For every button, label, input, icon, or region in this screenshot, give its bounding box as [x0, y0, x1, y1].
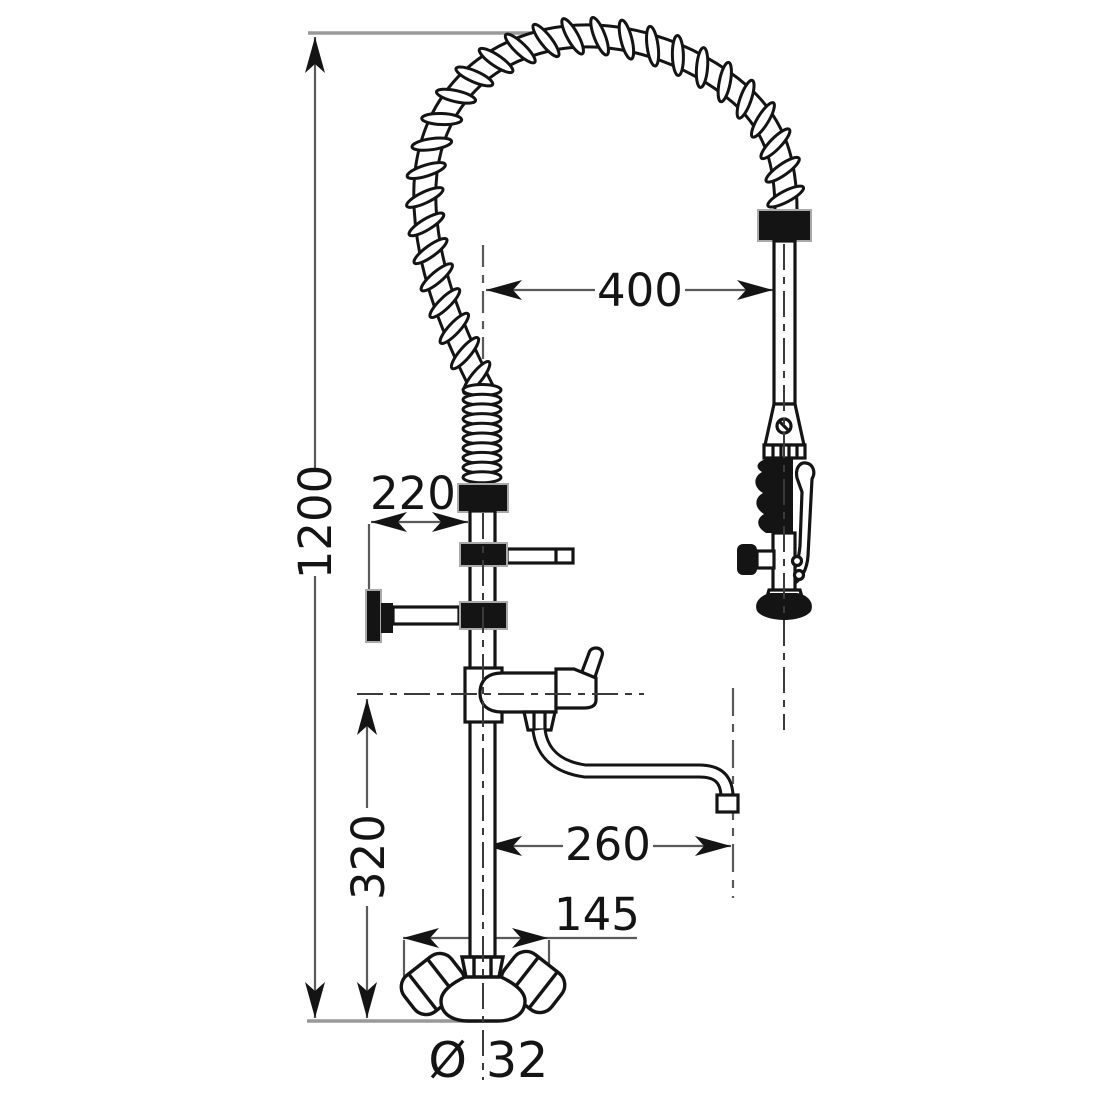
dim-label-260: 260: [565, 818, 651, 871]
support-rod-left: [391, 605, 461, 626]
hose-ring: [419, 262, 454, 293]
dim-label-diameter-value: 32: [486, 1032, 548, 1089]
hose-ring: [420, 112, 464, 127]
hose-ring: [670, 34, 685, 78]
dim-label-diameter-symbol: Ø: [428, 1032, 467, 1089]
dim-label-145: 145: [554, 888, 640, 941]
hose-ring: [503, 32, 537, 65]
base-assembly: [399, 949, 567, 1023]
spout-nut: [522, 710, 557, 732]
hose-ring: [405, 161, 447, 180]
mixer-lever: [577, 646, 604, 682]
wall-bracket: [365, 589, 393, 643]
hose-ring: [645, 24, 661, 68]
hose-ring: [716, 60, 733, 104]
hose-ring: [438, 311, 471, 345]
hose-ring: [477, 46, 515, 75]
hose-rings: [405, 15, 806, 396]
hose-ring: [759, 127, 792, 161]
hose-ring: [407, 211, 446, 238]
diameter-label: Ø 32: [428, 1032, 548, 1089]
lever-pin-lower: [792, 568, 806, 582]
hose-ring: [412, 236, 449, 266]
gun-grip: [755, 459, 793, 533]
dimension-400: [481, 245, 773, 378]
swivel-spout: [531, 728, 740, 814]
hose-ring: [694, 46, 710, 89]
mixer-housing: [478, 671, 558, 714]
dim-label-1200: 1200: [289, 465, 342, 580]
hose-ring: [428, 287, 462, 320]
side-knob-stem: [755, 549, 776, 570]
hose-ring: [531, 22, 561, 59]
hose-ring: [589, 15, 610, 57]
dim-label-220: 220: [370, 467, 456, 520]
hose-ring: [749, 101, 776, 139]
hose-spring: [461, 383, 503, 485]
spout-outlet: [715, 793, 740, 814]
hose-ring: [405, 186, 445, 209]
dim-label-320: 320: [342, 814, 395, 900]
hose-ring: [764, 155, 801, 184]
hose-ring: [560, 17, 585, 56]
spring-coil: [461, 470, 503, 485]
centerlines: [357, 244, 785, 1080]
dim-label-400: 400: [597, 264, 683, 317]
valve-head: [554, 667, 598, 710]
spring-collar: [457, 483, 509, 513]
base-nut: [459, 955, 506, 979]
spray-gun: [737, 209, 816, 620]
hose-ring: [454, 65, 495, 88]
dimension-220: [367, 512, 468, 590]
hose-ring: [735, 78, 756, 120]
hose-ring: [449, 336, 481, 371]
spray-hose: [405, 15, 806, 396]
lever-pin-upper: [790, 554, 804, 568]
gun-side-knob: [737, 544, 757, 575]
support-rod-right: [505, 547, 575, 565]
hose-ring: [617, 18, 636, 61]
dimension-labels: 1200 400 220 320 260 145 Ø 32: [289, 264, 683, 1089]
hose-ring: [434, 87, 478, 105]
hose-ring: [410, 136, 454, 152]
hose-end-fitting: [757, 209, 812, 242]
hose-ring: [766, 184, 806, 209]
